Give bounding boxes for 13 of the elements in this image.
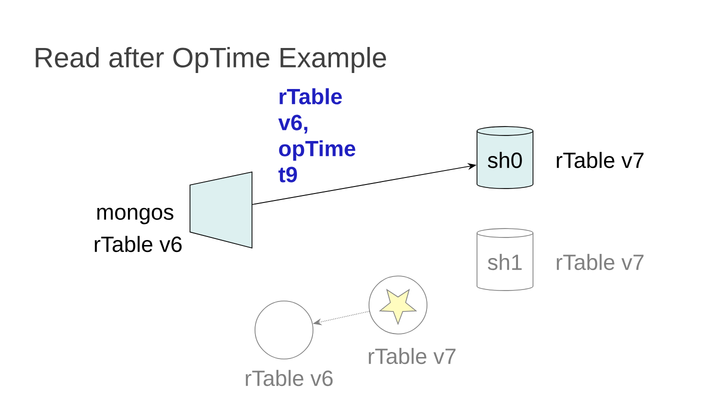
star-circle — [368, 276, 428, 334]
title: Read after OpTime Example — [36, 46, 386, 74]
node-caption: rTable v7 — [556, 152, 644, 168]
node-caption: rTable v6 — [94, 236, 182, 252]
edge-label: rTable v6, opTime t9 — [278, 88, 356, 182]
empty-circle — [254, 300, 314, 360]
node-caption: rTable v7 — [556, 254, 644, 270]
node-caption: mongos — [97, 208, 174, 224]
shard-cylinder: sh1 — [476, 228, 534, 291]
router-trapezoid — [190, 172, 252, 249]
node-caption: rTable v6 — [246, 370, 333, 386]
shard-cylinder: sh0 — [476, 126, 534, 189]
node-caption: rTable v7 — [368, 348, 456, 364]
